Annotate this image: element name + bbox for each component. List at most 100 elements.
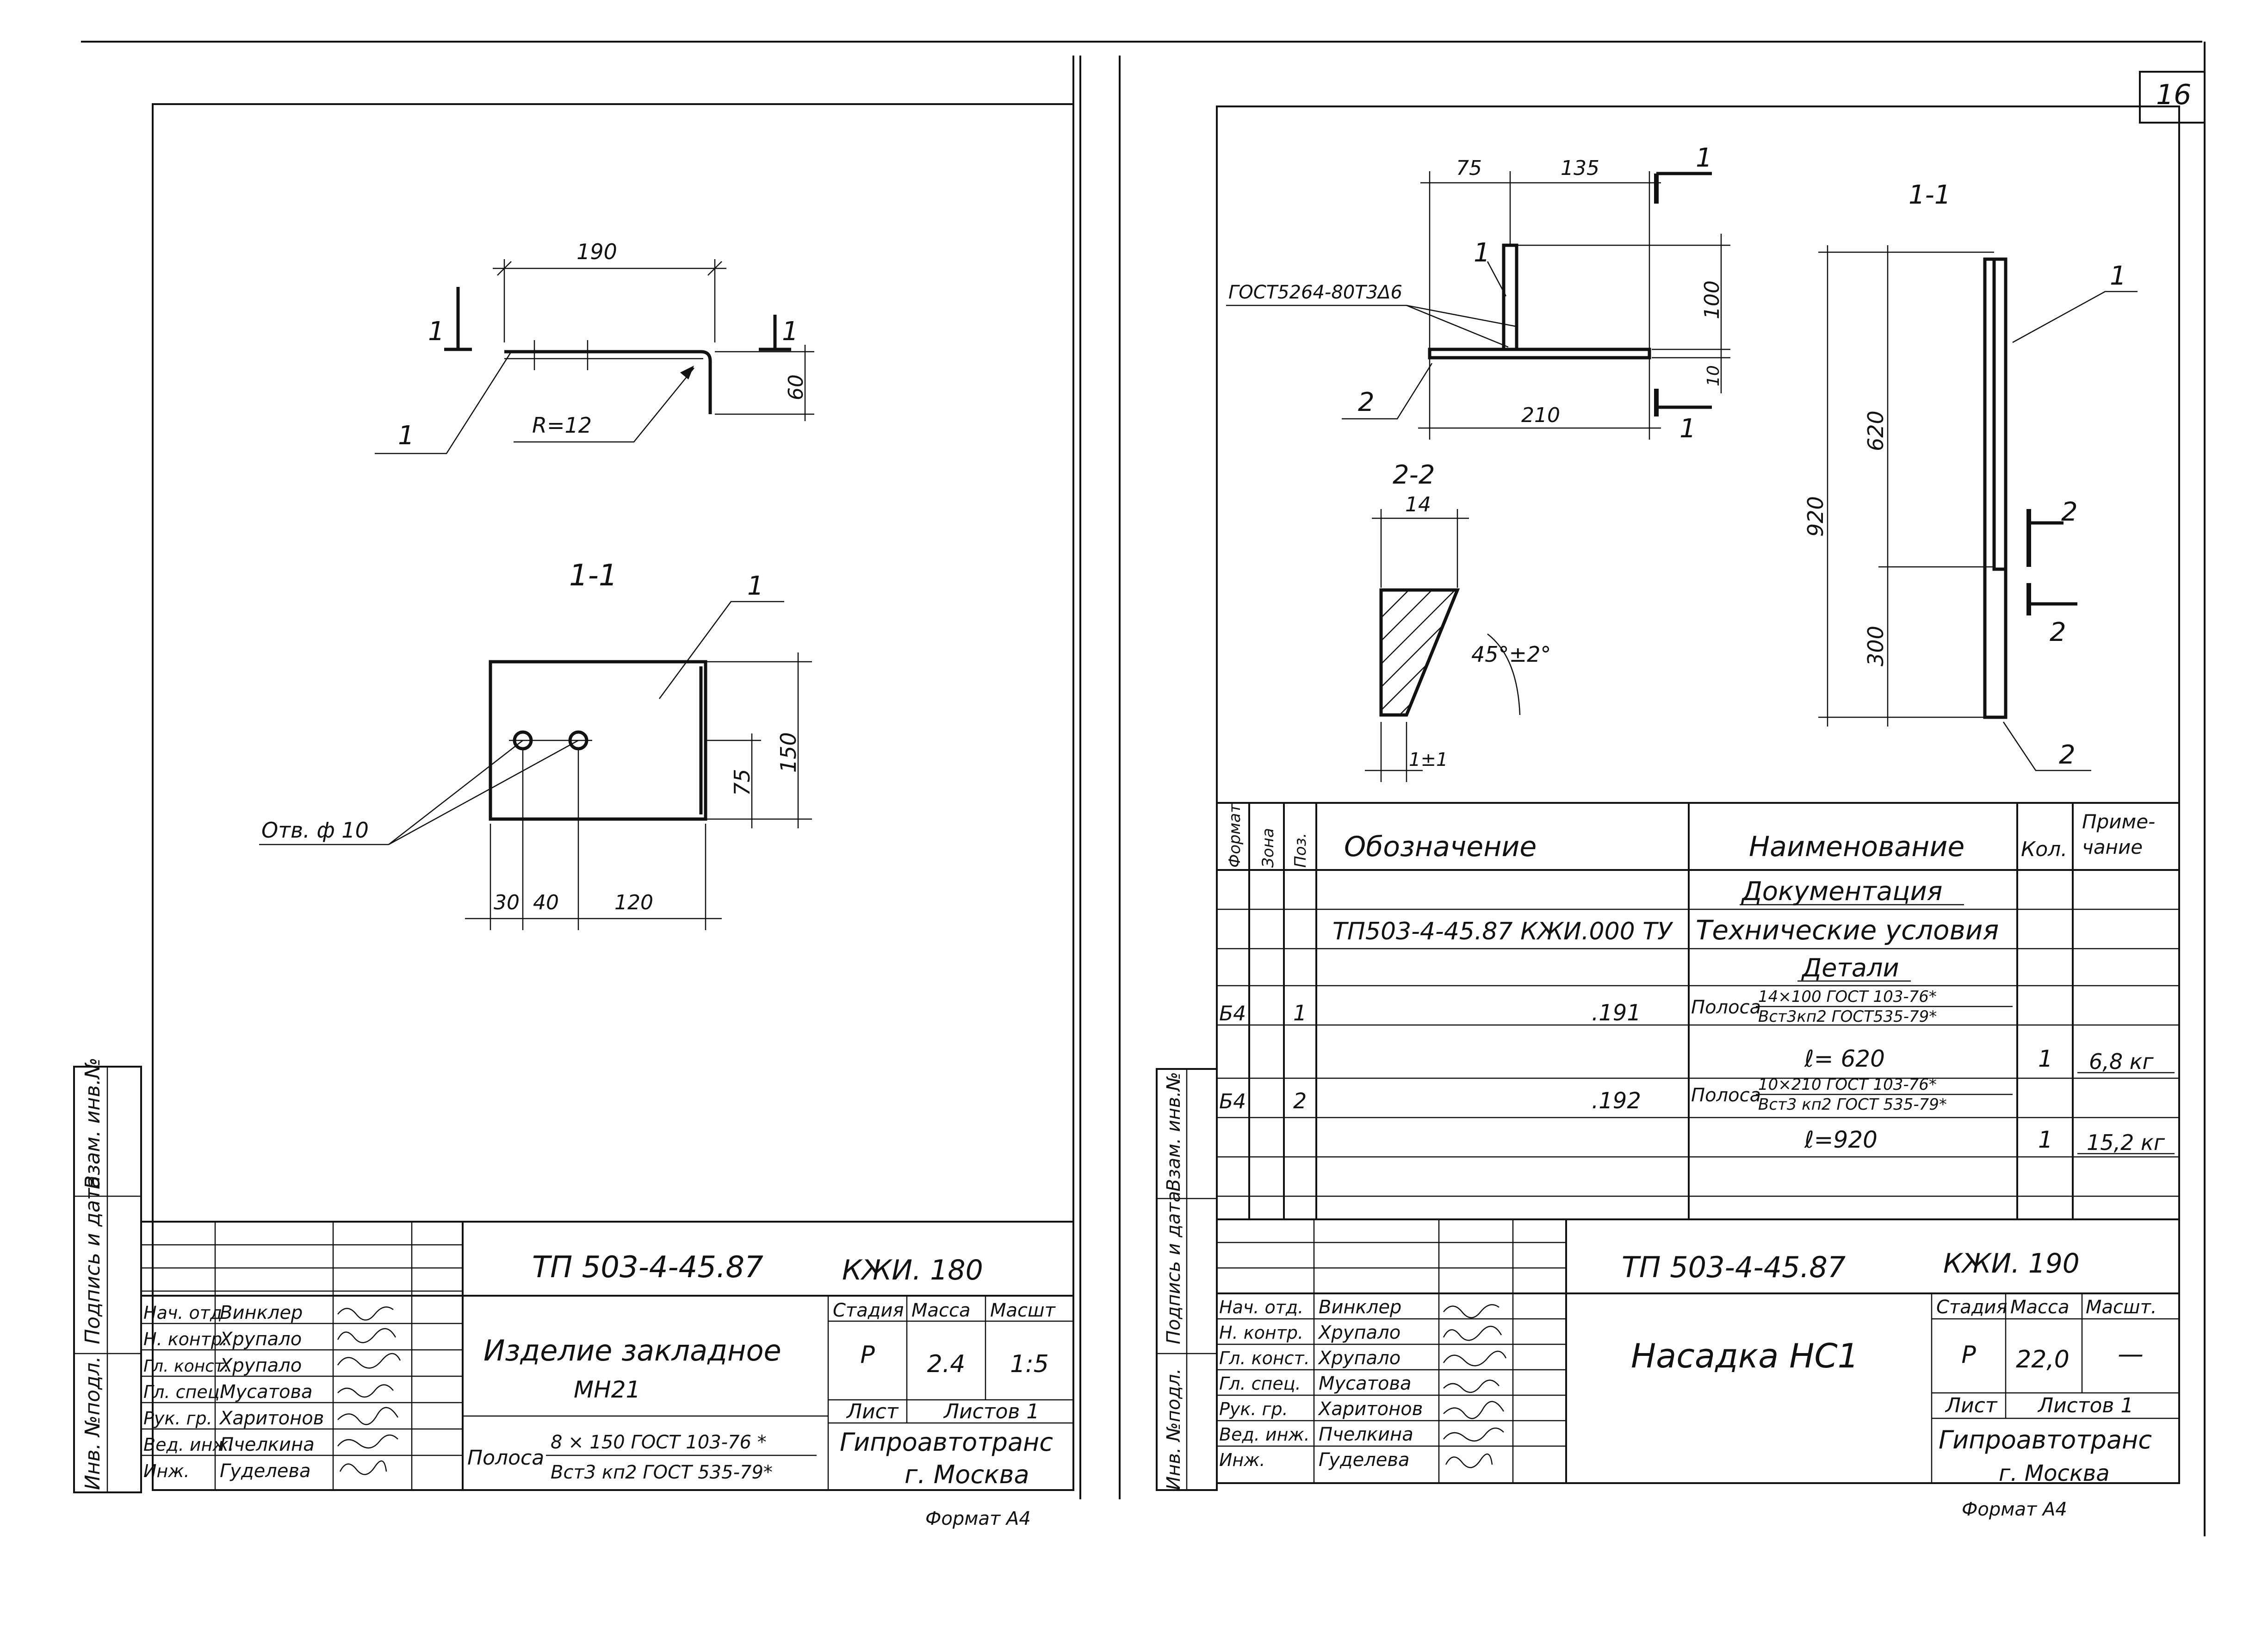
rib-long-inner	[1992, 257, 2008, 571]
left-sheet: Инв. №подл. Подпись и дата Взам. инв.№ 1…	[73, 56, 1074, 1529]
right-signatures	[1443, 1304, 1507, 1468]
spec-row-name-prefix: Полоса	[1691, 1085, 1761, 1106]
leader-radius-arrow	[680, 366, 694, 379]
spec-doc-designation: ТП503-4-45.87 КЖИ.000 ТУ	[1332, 918, 1673, 945]
dim-30: 30	[494, 891, 520, 914]
spec-row-name-prefix: Полоса	[1691, 997, 1761, 1018]
weld-note: ГОСТ5264-80Т3Δ6	[1228, 282, 1402, 303]
dim-920: 920	[1803, 496, 1828, 537]
left-doc-code: КЖИ. 180	[842, 1254, 983, 1286]
spec-row-note: 15,2 кг	[2087, 1130, 2165, 1155]
leader-hole-2	[388, 739, 579, 845]
spec-header-name: Наименование	[1749, 831, 1964, 863]
section-mark-bottom-label: 1	[1679, 414, 1696, 444]
staff-name: Хрупало	[219, 1355, 302, 1376]
leader-pos-1	[375, 351, 512, 454]
signature-scribble	[337, 1328, 397, 1343]
spec-row-qty: 1	[2038, 1045, 2053, 1072]
right-code: ТП 503-4-45.87	[1622, 1250, 1846, 1284]
right-doc-code: КЖИ. 190	[1943, 1248, 2080, 1279]
staff-name: Пчелкина	[1319, 1424, 1413, 1445]
spec-row-designation: .192	[1592, 1088, 1641, 1114]
section-mark-left-label: 1	[428, 317, 445, 347]
left-scale: 1:5	[1010, 1350, 1049, 1378]
signature-scribble	[1443, 1428, 1504, 1441]
left-section-view: 1-1 1 Отв. ф 10 150 75	[259, 559, 812, 930]
signature-scribble	[337, 1306, 394, 1321]
staff-name: Гуделева	[1319, 1449, 1409, 1471]
staff-role: Нач. отд	[143, 1303, 222, 1323]
spec-row-format: Б4	[1219, 1090, 1246, 1113]
signature-scribble	[337, 1407, 399, 1425]
bent-strip-shape	[504, 350, 712, 414]
dim-150: 150	[776, 732, 801, 773]
spec-row-qty: 1	[2038, 1126, 2053, 1153]
signature-scribble	[1443, 1325, 1502, 1341]
dim-135: 135	[1561, 156, 1599, 180]
leader-base	[1342, 363, 1433, 420]
leader-rib-label: 1	[1474, 238, 1490, 268]
dim-1: 1±1	[1409, 749, 1448, 770]
right-scale: —	[2118, 1339, 2144, 1369]
leader-base-label: 2	[1358, 387, 1375, 417]
leader-radius	[514, 367, 694, 443]
dim-120: 120	[614, 891, 653, 914]
right-staff-list: Нач. отд. Винклер Н. контр. Хрупало Гл. …	[1219, 1297, 1423, 1471]
radius-label: R=12	[532, 413, 592, 438]
section-title-1-1: 1-1	[1909, 180, 1951, 210]
left-city: г. Москва	[905, 1460, 1029, 1489]
left-stage: Р	[860, 1341, 875, 1369]
left-material-top: 8 × 150 ГОСТ 103-76 *	[551, 1432, 767, 1453]
side-label-signature: Подпись и дата	[1163, 1191, 1184, 1344]
dim-75: 75	[1456, 156, 1482, 180]
left-sheets-label: Листов 1	[943, 1400, 1039, 1423]
spec-header-format: Формат	[1226, 803, 1244, 868]
left-format: Формат А4	[925, 1508, 1031, 1529]
staff-role: Гл. спец.	[1219, 1373, 1301, 1394]
right-scale-header: Масшт.	[2086, 1297, 2157, 1318]
right-mass: 22,0	[2016, 1346, 2070, 1373]
left-staff-list: Нач. отд Винклер Н. контр. Хрупало Гл. к…	[143, 1302, 324, 1482]
spec-table: Формат Зона Поз. Обозначение Наименовани…	[1217, 802, 2179, 1219]
right-stage-header: Стадия	[1936, 1297, 2007, 1318]
holes-label: Отв. ф 10	[261, 818, 369, 843]
right-title: Насадка НС1	[1631, 1336, 1859, 1375]
staff-role: Рук. гр.	[143, 1408, 212, 1429]
signature-scribble	[1443, 1379, 1500, 1393]
staff-role: Гл. конст.	[1219, 1348, 1310, 1368]
dim-75: 75	[730, 769, 755, 796]
spec-row-name-bottom: Вст3 кп2 ГОСТ 535-79*	[1758, 1095, 1947, 1114]
dim-620: 620	[1863, 410, 1888, 451]
page-number: 16	[2156, 79, 2191, 111]
section-mark-top-label: 1	[1696, 143, 1712, 173]
right-frame	[1216, 106, 2180, 1484]
leader-base-long	[2002, 721, 2091, 771]
angle-label: 45°±2°	[1471, 642, 1551, 667]
signature-scribble	[339, 1460, 387, 1475]
staff-role: Вед. инж.	[1219, 1424, 1310, 1445]
section-mark-right-label: 1	[782, 317, 799, 347]
staff-name: Винклер	[220, 1302, 303, 1323]
spec-row-pos: 1	[1293, 1000, 1307, 1025]
spec-header-pos: Поз.	[1291, 833, 1310, 868]
leader-plate-label: 1	[747, 571, 764, 601]
staff-name: Харитонов	[1318, 1398, 1423, 1420]
side-label-inv: Инв. №подл.	[1163, 1368, 1184, 1490]
right-format: Формат А4	[1962, 1499, 2067, 1520]
staff-role: Рук. гр.	[1219, 1399, 1288, 1419]
left-mass-header: Масса	[911, 1300, 971, 1321]
left-signatures	[337, 1306, 401, 1475]
leader-rib-long	[2012, 291, 2138, 343]
side-label-signature: Подпись и дата	[81, 1176, 105, 1344]
dim-190: 190	[576, 239, 617, 264]
staff-role: Вед. инж.	[143, 1435, 234, 1455]
right-mass-header: Масса	[2010, 1297, 2070, 1318]
staff-name: Винклер	[1319, 1297, 1401, 1318]
right-main-view: 75 135 1 1 1 ГОСТ5264-80Т3Δ6 100 10	[1226, 143, 1730, 444]
dim-14: 14	[1405, 493, 1431, 516]
dimension-tick	[497, 261, 512, 276]
left-stage-header: Стадия	[833, 1300, 904, 1321]
leader-base-long-label: 2	[2059, 740, 2076, 770]
